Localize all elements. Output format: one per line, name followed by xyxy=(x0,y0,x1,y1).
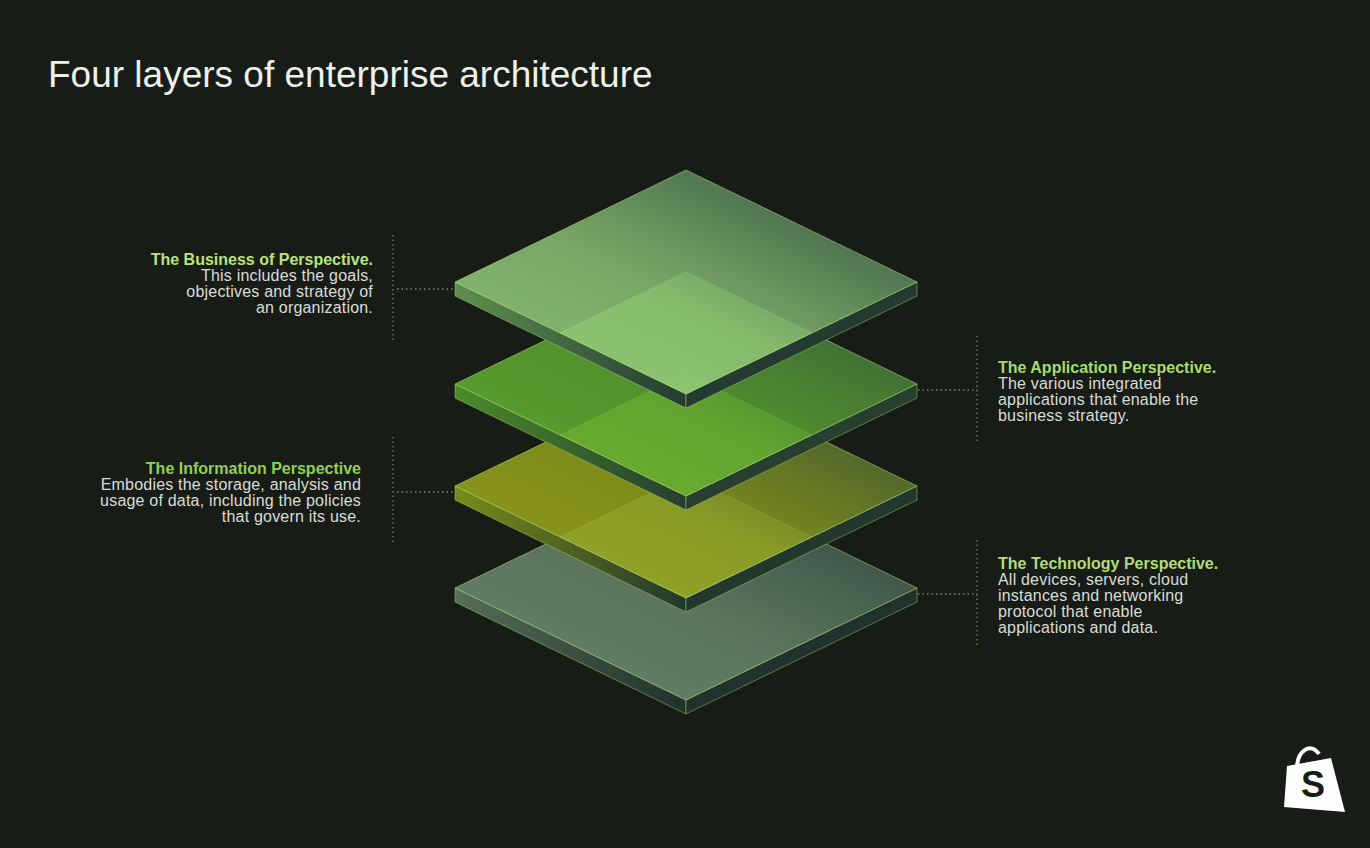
leader-line xyxy=(976,336,977,442)
layer-callout: The Application Perspective.The various … xyxy=(998,359,1216,424)
layer-heading: The Technology Perspective. xyxy=(998,555,1218,572)
architecture-layer: The Business of Perspective.This include… xyxy=(455,170,917,410)
logo-letter: S xyxy=(1301,764,1325,806)
leader-line xyxy=(392,235,393,342)
layer-description: Embodies the storage, analysis and usage… xyxy=(99,477,361,525)
leader-line xyxy=(397,288,455,289)
leader-line xyxy=(392,437,393,545)
layer-slab xyxy=(455,170,917,408)
layer-heading: The Application Perspective. xyxy=(998,359,1216,376)
layer-description: All devices, servers, cloud instances an… xyxy=(998,572,1213,636)
layer-callout: The Technology Perspective.All devices, … xyxy=(998,555,1218,636)
layer-callout: The Business of Perspective.This include… xyxy=(151,251,373,316)
leader-line xyxy=(918,593,977,594)
layer-heading: The Business of Perspective. xyxy=(151,251,373,268)
layer-description: This includes the goals, objectives and … xyxy=(168,268,373,316)
diagram-title: Four layers of enterprise architecture xyxy=(48,54,653,96)
slab-top-face xyxy=(455,476,917,700)
leader-line xyxy=(918,389,977,390)
leader-line xyxy=(397,491,455,492)
logo-bag xyxy=(1284,748,1345,812)
layer-callout: The Information PerspectiveEmbodies the … xyxy=(99,460,361,525)
layer-description: The various integrated applications that… xyxy=(998,376,1205,424)
logo-body xyxy=(1284,758,1345,812)
layer-heading: The Information Perspective xyxy=(146,460,361,477)
